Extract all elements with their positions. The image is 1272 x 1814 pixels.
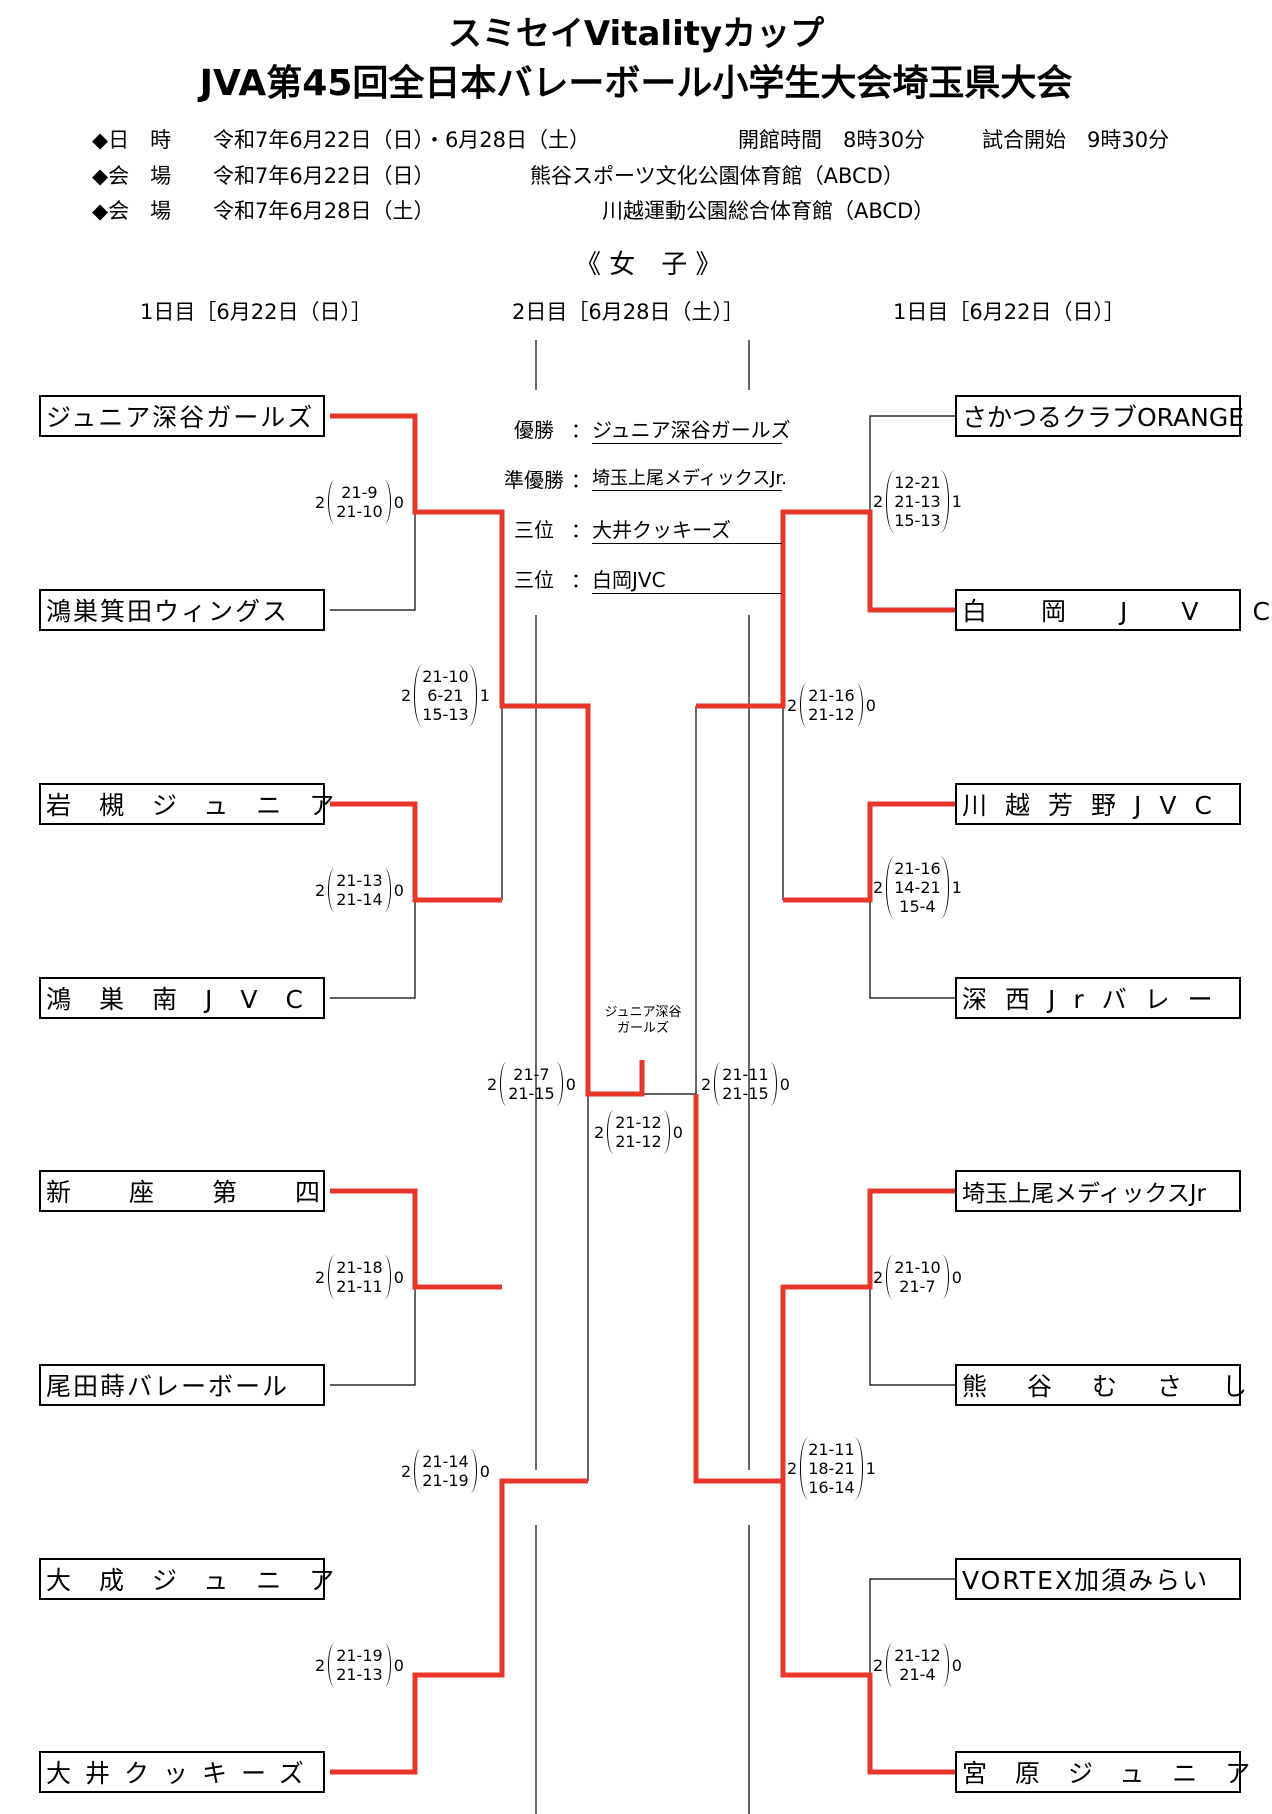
info-dates: 令和7年6月22日（日）・6月28日（土）	[213, 128, 591, 152]
info-label-venue-2: ◆会 場	[92, 199, 172, 223]
result-sep-runner-up: ：	[571, 468, 591, 492]
team-left-1: ジュニア深谷ガールズ	[39, 395, 325, 437]
result-third-1: 大井クッキーズ	[592, 514, 782, 544]
info-open-time: 開館時間 8時30分	[738, 128, 926, 152]
team-right-3: 川越芳野JVC	[955, 783, 1241, 825]
day-header-right: 1日目［6月22日（日）］	[893, 300, 1125, 324]
day-header-center: 2日目［6月28日（土）］	[512, 300, 744, 324]
info-start-time: 試合開始 9時30分	[982, 128, 1170, 152]
team-left-6: 尾田蒔バレーボール	[39, 1364, 325, 1406]
result-sep-third-1: ：	[571, 518, 591, 542]
info-venue-1-name: 熊谷スポーツ文化公園体育館（ABCD）	[530, 164, 904, 188]
result-runner-up: 埼玉上尾メディックスJr.	[592, 464, 787, 491]
result-sep-champion: ：	[571, 418, 591, 442]
result-label-champion: 優勝	[514, 418, 554, 442]
info-venue-1-date: 令和7年6月22日（日）	[213, 164, 435, 188]
champion-note: ジュニア深谷ガールズ	[604, 1005, 682, 1036]
team-left-4: 鴻巣南JVC	[39, 977, 325, 1019]
team-left-5: 新座第四	[39, 1170, 325, 1212]
result-sep-third-2: ：	[571, 568, 591, 592]
result-champion: ジュニア深谷ガールズ	[592, 414, 791, 444]
info-venue-2-name: 川越運動公園総合体育館（ABCD）	[602, 199, 935, 223]
division-label: 《 女 子 》	[575, 250, 722, 280]
team-left-3: 岩槻ジュニア	[39, 783, 334, 825]
team-right-2: 白岡JVC	[955, 589, 1270, 631]
result-label-runner-up: 準優勝	[504, 468, 564, 492]
team-right-4: 深西Jrバレー	[955, 977, 1241, 1019]
team-left-2: 鴻巣箕田ウィングス	[39, 589, 325, 631]
title-line-2: JVA第45回全日本バレーボール小学生大会埼玉県大会	[199, 63, 1073, 104]
team-right-5: 埼玉上尾メディックスJr	[955, 1170, 1241, 1212]
team-left-7: 大成ジュニア	[39, 1558, 334, 1600]
day-header-left: 1日目［6月22日（日）］	[140, 300, 372, 324]
team-right-6: 熊谷むさし	[955, 1364, 1247, 1406]
info-label-datetime: ◆日 時	[92, 128, 172, 152]
info-label-venue-1: ◆会 場	[92, 164, 172, 188]
info-venue-2-date: 令和7年6月28日（土）	[213, 199, 435, 223]
team-right-7: VORTEX加須みらい	[955, 1558, 1241, 1600]
result-third-2: 白岡JVC	[592, 564, 782, 594]
result-label-third-1: 三位	[514, 518, 554, 542]
team-right-8: 宮原ジュニア	[955, 1751, 1250, 1793]
title-line-1: スミセイVitalityカップ	[447, 14, 825, 54]
team-left-8: 大井クッキーズ	[39, 1751, 325, 1793]
team-right-1: さかつるクラブORANGE	[955, 395, 1244, 437]
bracket-win-lines	[330, 413, 955, 1775]
result-label-third-2: 三位	[514, 568, 554, 592]
